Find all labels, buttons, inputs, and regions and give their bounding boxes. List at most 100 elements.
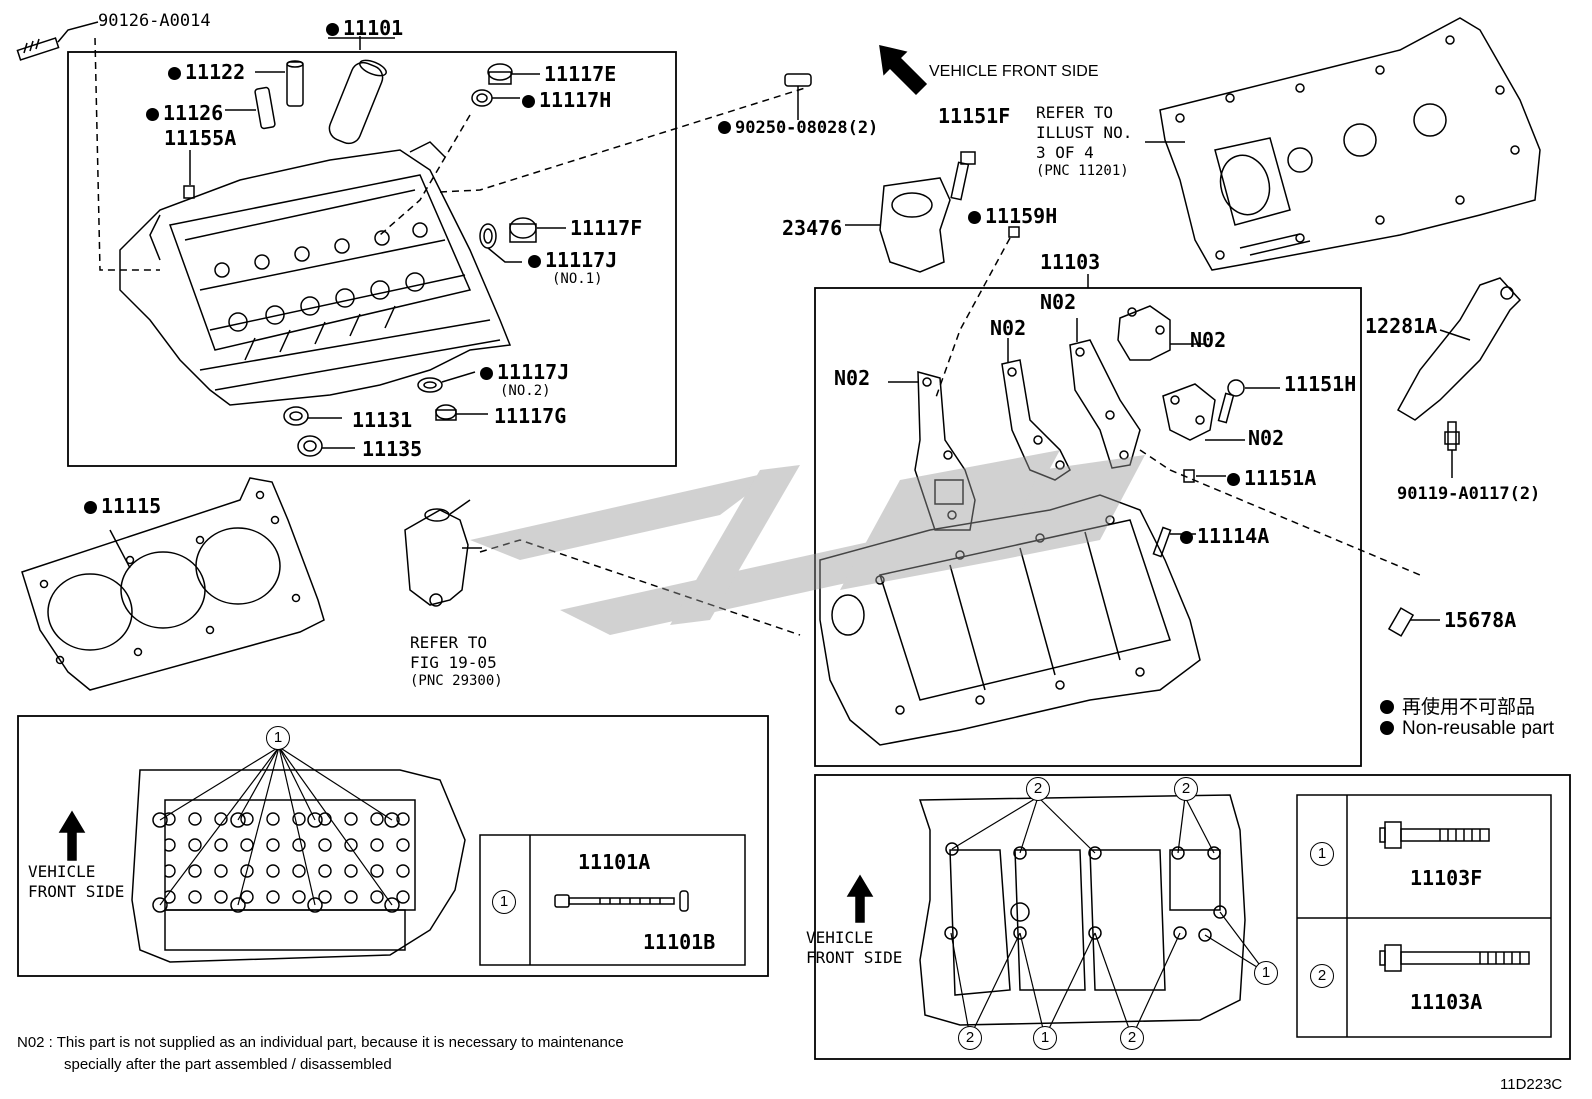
label-11117F[interactable]: 11117F — [570, 216, 643, 240]
label-90250[interactable]: 90250-08028(2) — [718, 120, 878, 137]
bolt-table-left — [479, 834, 746, 966]
bolt-table-right — [1296, 794, 1552, 1038]
callout-1-table-left: 1 — [492, 890, 516, 914]
head-top-view-icon — [131, 769, 466, 963]
valve-guide-icon — [255, 60, 304, 107]
lower-crankcase-icon — [819, 494, 1201, 746]
label-11117J-sub: (NO.1) — [552, 271, 603, 287]
vehicle-front-side-right: VEHICLE FRONT SIDE — [806, 928, 902, 968]
label-n02-5: N02 — [1248, 426, 1285, 450]
callout-1-bottom-mid: 1 — [1033, 1026, 1057, 1050]
refer-illust-line3: 3 OF 4 — [1036, 143, 1094, 162]
valve-guide-2-icon — [225, 86, 276, 130]
gasket-11117H-icon — [471, 89, 520, 107]
label-11151F[interactable]: 11151F — [938, 104, 1011, 128]
label-11126[interactable]: 11126 — [146, 103, 223, 123]
label-11117G[interactable]: 11117G — [494, 404, 567, 428]
label-23476[interactable]: 23476 — [782, 216, 843, 240]
label-n02-4: N02 — [834, 366, 871, 390]
head-gasket-icon — [21, 477, 325, 691]
bearing-cap-n02-2-icon — [1001, 359, 1071, 481]
label-15678A[interactable]: 15678A — [1444, 608, 1517, 632]
refer-fig-line1: REFER TO — [410, 633, 488, 652]
callout-1-leaders — [159, 746, 393, 906]
label-11151H[interactable]: 11151H — [1284, 372, 1357, 396]
water-outlet-23476-icon — [845, 177, 951, 273]
plug-11117G-icon — [435, 404, 488, 421]
label-11101B[interactable]: 11101B — [643, 930, 716, 954]
gasket-11117J2-icon — [417, 371, 476, 393]
label-11117H[interactable]: 11117H — [522, 90, 611, 110]
legend-en-text: Non-reusable part — [1402, 718, 1555, 739]
vehicle-front-side-left: VEHICLE FRONT SIDE — [28, 862, 124, 902]
pin-11159H-icon — [1008, 226, 1020, 238]
vfs-left-line2: FRONT SIDE — [28, 882, 125, 901]
label-11135[interactable]: 11135 — [362, 437, 423, 461]
plug-11117E-icon — [487, 63, 540, 85]
seal-11131-icon — [283, 406, 342, 426]
bolt-11151F-icon — [950, 151, 976, 201]
crankcase-bottom-view-frame — [814, 774, 1571, 1060]
callout-2-bottom-left: 2 — [958, 1026, 982, 1050]
label-90119[interactable]: 90119-A0117(2) — [1397, 484, 1541, 504]
legend-en: Non-reusable part — [1380, 718, 1554, 740]
bolt-11151H-icon — [1217, 379, 1280, 424]
label-n02-1: N02 — [1040, 290, 1077, 314]
bolt-11103F-icon — [1379, 821, 1490, 849]
label-11103[interactable]: 11103 — [1040, 250, 1101, 274]
label-11103F[interactable]: 11103F — [1410, 866, 1483, 890]
footnote-line1: N02 : This part is not supplied as an in… — [17, 1034, 624, 1051]
vfs-right-line1: VEHICLE — [806, 928, 874, 947]
stud-bolt-icon — [16, 37, 60, 61]
legend-jp-text: 再使用不可部品 — [1402, 697, 1536, 718]
callout-1-table-right: 1 — [1310, 842, 1334, 866]
label-n02-2: N02 — [990, 316, 1027, 340]
legend-jp: 再使用不可部品 — [1380, 692, 1535, 719]
plug-11117F-icon — [509, 217, 566, 243]
pin-90250-icon — [784, 73, 812, 120]
vfs-right-line2: FRONT SIDE — [806, 948, 903, 967]
refer-illust-line2: ILLUST NO. — [1036, 123, 1133, 142]
label-11155A[interactable]: 11155A — [164, 126, 237, 150]
label-11151A[interactable]: 11151A — [1227, 468, 1316, 488]
cylinder-head-icon — [119, 141, 512, 406]
cylinder-head-frame — [67, 51, 677, 467]
callout-2-table-right: 2 — [1310, 964, 1334, 988]
label-11122[interactable]: 11122 — [168, 62, 245, 82]
footnote: N02 : This part is not supplied as an in… — [17, 1032, 624, 1076]
bracket-12281A-icon — [1396, 277, 1522, 421]
camshaft-housing-icon — [1145, 17, 1541, 271]
label-11117J2[interactable]: 11117J — [480, 362, 569, 382]
vehicle-front-side-top: VEHICLE FRONT SIDE — [929, 63, 1099, 80]
watermark-logo — [470, 450, 1145, 635]
label-11131[interactable]: 11131 — [352, 408, 413, 432]
label-11159H[interactable]: 11159H — [968, 206, 1057, 226]
label-11114A[interactable]: 11114A — [1180, 526, 1269, 546]
label-11115[interactable]: 11115 — [84, 496, 161, 516]
vehicle-front-arrow-icon — [879, 45, 928, 96]
bolt-90119-icon — [1444, 421, 1460, 478]
refer-fig-line3: (PNC 29300) — [410, 673, 503, 689]
label-11101A[interactable]: 11101A — [578, 850, 651, 874]
refer-illust-text: REFER TO ILLUST NO. 3 OF 4 (PNC 11201) — [1036, 103, 1132, 181]
footnote-line2: specially after the part assembled / dis… — [64, 1055, 392, 1073]
bearing-cap-n02-1-icon — [914, 371, 976, 531]
label-11117J[interactable]: 11117J — [528, 250, 617, 270]
head-top-view-frame — [17, 715, 769, 977]
label-11117E[interactable]: 11117E — [544, 62, 617, 86]
refer-illust-line1: REFER TO — [1036, 103, 1114, 122]
label-11103A[interactable]: 11103A — [1410, 990, 1483, 1014]
callout-2-top-left: 2 — [1026, 777, 1050, 801]
bearing-cap-n02-5-icon — [1162, 383, 1245, 441]
bearing-cap-n02-3-icon — [1069, 339, 1141, 469]
stud-11114A-icon — [1152, 526, 1172, 558]
label-11117J2-sub: (NO.2) — [500, 383, 551, 399]
label-11101[interactable]: 11101 — [326, 18, 403, 38]
label-n02-3: N02 — [1190, 328, 1227, 352]
label-90126[interactable]: 90126-A0014 — [98, 11, 211, 31]
bolt-11103A-icon — [1379, 944, 1530, 972]
gasket-11117J-icon — [479, 223, 522, 263]
bearing-cap-n02-4-icon — [1117, 305, 1205, 361]
label-12281A[interactable]: 12281A — [1365, 314, 1438, 338]
